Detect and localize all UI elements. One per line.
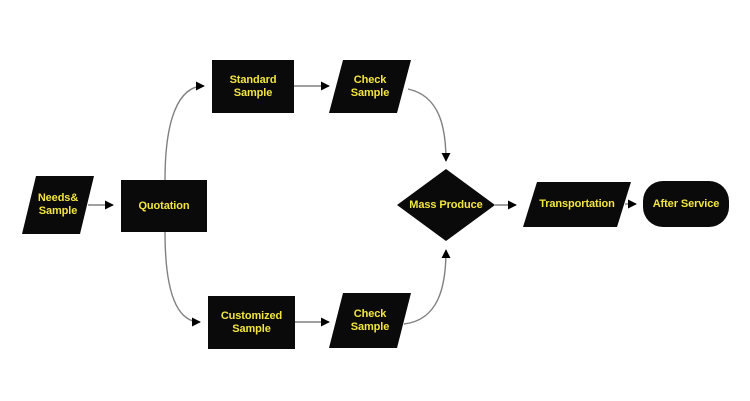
node-check-sample-bottom[interactable] xyxy=(329,293,411,348)
node-check-sample-top[interactable] xyxy=(329,60,411,113)
connector-check-bottom-to-mass-produce xyxy=(403,249,451,325)
node-needs-sample[interactable] xyxy=(22,176,94,234)
node-mass-produce[interactable] xyxy=(397,169,495,241)
node-customized-sample[interactable] xyxy=(208,296,295,349)
connector-check-top-to-mass-produce xyxy=(407,88,451,162)
connector-quotation-to-standard xyxy=(164,81,205,181)
node-after-service[interactable] xyxy=(643,181,729,227)
node-quotation[interactable] xyxy=(121,180,207,232)
node-transportation[interactable] xyxy=(523,182,631,227)
connector-quotation-to-customized xyxy=(164,231,201,327)
node-standard-sample[interactable] xyxy=(212,60,294,113)
